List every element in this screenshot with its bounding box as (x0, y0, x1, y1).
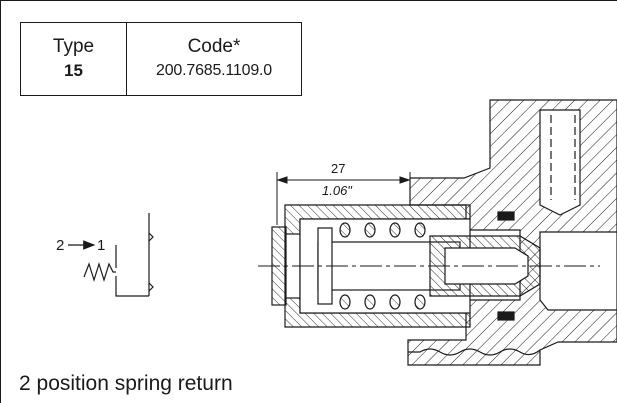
o-ring-top (497, 211, 515, 221)
dimension-inch: 1.06" (322, 183, 353, 198)
caption: 2 position spring return (19, 372, 233, 395)
type-cell: Type 15 (21, 23, 127, 95)
hydraulic-symbol: 2 1 (56, 213, 154, 297)
dimension-mm: 27 (331, 161, 345, 176)
type-header: Type (52, 36, 95, 57)
code-header: Code* (187, 36, 241, 57)
poppet (444, 247, 529, 285)
frame-top-border (0, 0, 617, 1)
spring-icon (83, 261, 116, 283)
housing-bore-upper (539, 109, 581, 216)
code-value: 200.7685.1109.0 (156, 62, 272, 79)
frame-left-border (0, 0, 1, 403)
symbol-port-2: 2 (56, 237, 64, 254)
code-cell: Code* 200.7685.1109.0 (127, 23, 301, 95)
type-value: 15 (64, 61, 83, 80)
housing-bore (539, 231, 617, 311)
symbol-box-lower (115, 276, 149, 297)
spring-coils (339, 222, 426, 310)
symbol-port-1: 1 (97, 237, 105, 254)
dimension-27: 27 1.06" (276, 161, 411, 225)
symbol-detent-icon (148, 232, 154, 242)
dim-arrow-icon (276, 176, 411, 184)
o-ring-bottom (497, 311, 515, 321)
info-table: Type 15 Code* 200.7685.1109.0 (20, 22, 302, 96)
